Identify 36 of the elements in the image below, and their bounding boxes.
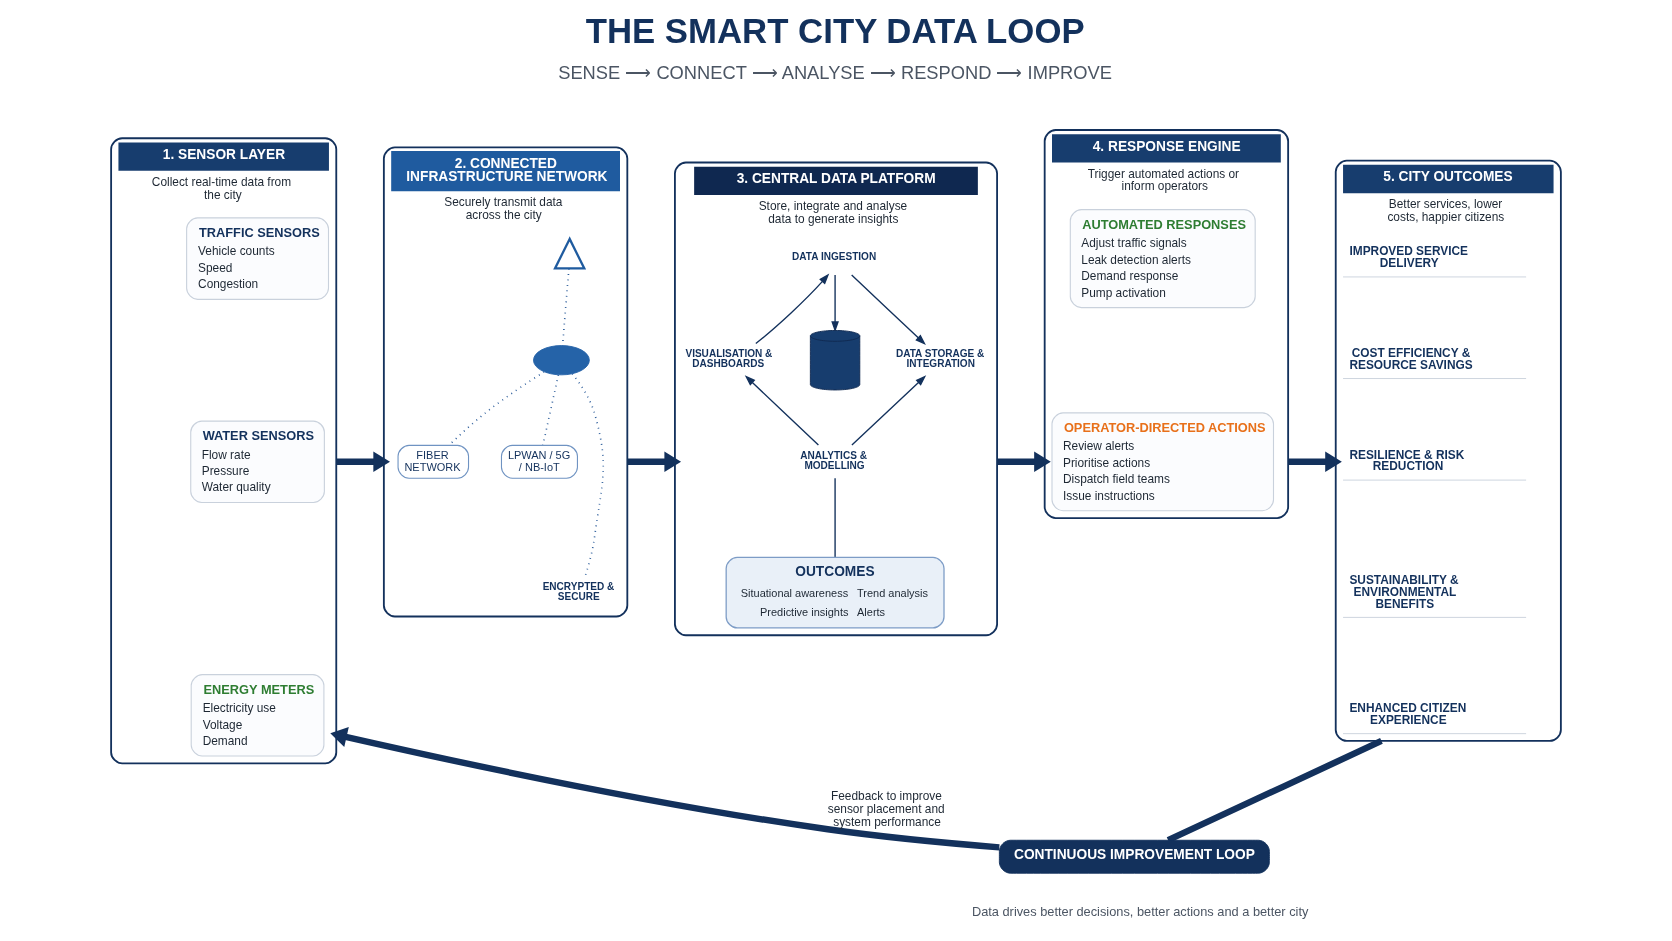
node-text: COST EFFICIENCY & RESOURCE SAVINGS [1349, 345, 1473, 372]
arrow [330, 727, 1000, 851]
node-box: LPWAN / 5G / NB-IoT [500, 444, 578, 479]
node-text: RESILIENCE & RISK REDUCTION [1349, 447, 1465, 474]
node-box: WATER SENSORS Flow rate Pressure Water quality [190, 420, 325, 504]
arrow [1288, 451, 1342, 472]
diagram-title: THE SMART CITY DATA LOOP [585, 11, 1085, 50]
node-text: IMPROVED SERVICE DELIVERY [1349, 244, 1469, 271]
arrow [755, 273, 830, 345]
arrow [851, 274, 926, 345]
node-box: FIBER NETWORK [397, 444, 470, 479]
connector [834, 477, 836, 558]
node-box: TRAFFIC SENSORS Vehicle counts Speed Congestion [186, 217, 330, 300]
node-text: ENCRYPTED & SECURE [542, 580, 615, 602]
node-box: AUTOMATED RESPONSES Adjust traffic signals Leak detection alerts Demand response Pump activation [1069, 209, 1256, 309]
node-box: CONTINUOUS IMPROVEMENT LOOP [998, 839, 1270, 874]
arrow [744, 375, 820, 446]
arrow [851, 375, 927, 446]
arrow [336, 451, 390, 472]
node-box: OPERATOR-DIRECTED ACTIONS Review alerts Prioritise actions Dispatch field teams Issue instructions [1051, 412, 1275, 512]
node-box: OUTCOMES Situational awareness Trend analysis Predictive insights Alerts [725, 556, 945, 629]
arrow [627, 451, 682, 472]
node-text: ANALYTICS & MODELLING [800, 449, 867, 471]
arrow [831, 274, 839, 333]
node-text: ENHANCED CITIZEN EXPERIENCE [1349, 701, 1467, 727]
arrow [997, 451, 1051, 472]
node-text: DATA STORAGE & INTEGRATION [895, 348, 985, 370]
label: SENSE ⟶ CONNECT ⟶ ANALYSE ⟶ RESPOND ⟶ IMPROVE [558, 61, 1112, 83]
node-picture [553, 236, 587, 270]
edge-label: Feedback to improve sensor placement and system performance [827, 789, 945, 829]
node-box: ENERGY METERS Electricity use Voltage Demand [190, 674, 325, 757]
node-cloud [533, 345, 590, 376]
node-text: VISUALISATION & DASHBOARDS [685, 348, 773, 370]
node-text: DATA INGESTION [792, 251, 877, 263]
node-text: SUSTAINABILITY & ENVIRONMENTAL BENEFITS [1349, 572, 1459, 611]
caption: Data drives better decisions, better actions and a better city [971, 903, 1309, 919]
